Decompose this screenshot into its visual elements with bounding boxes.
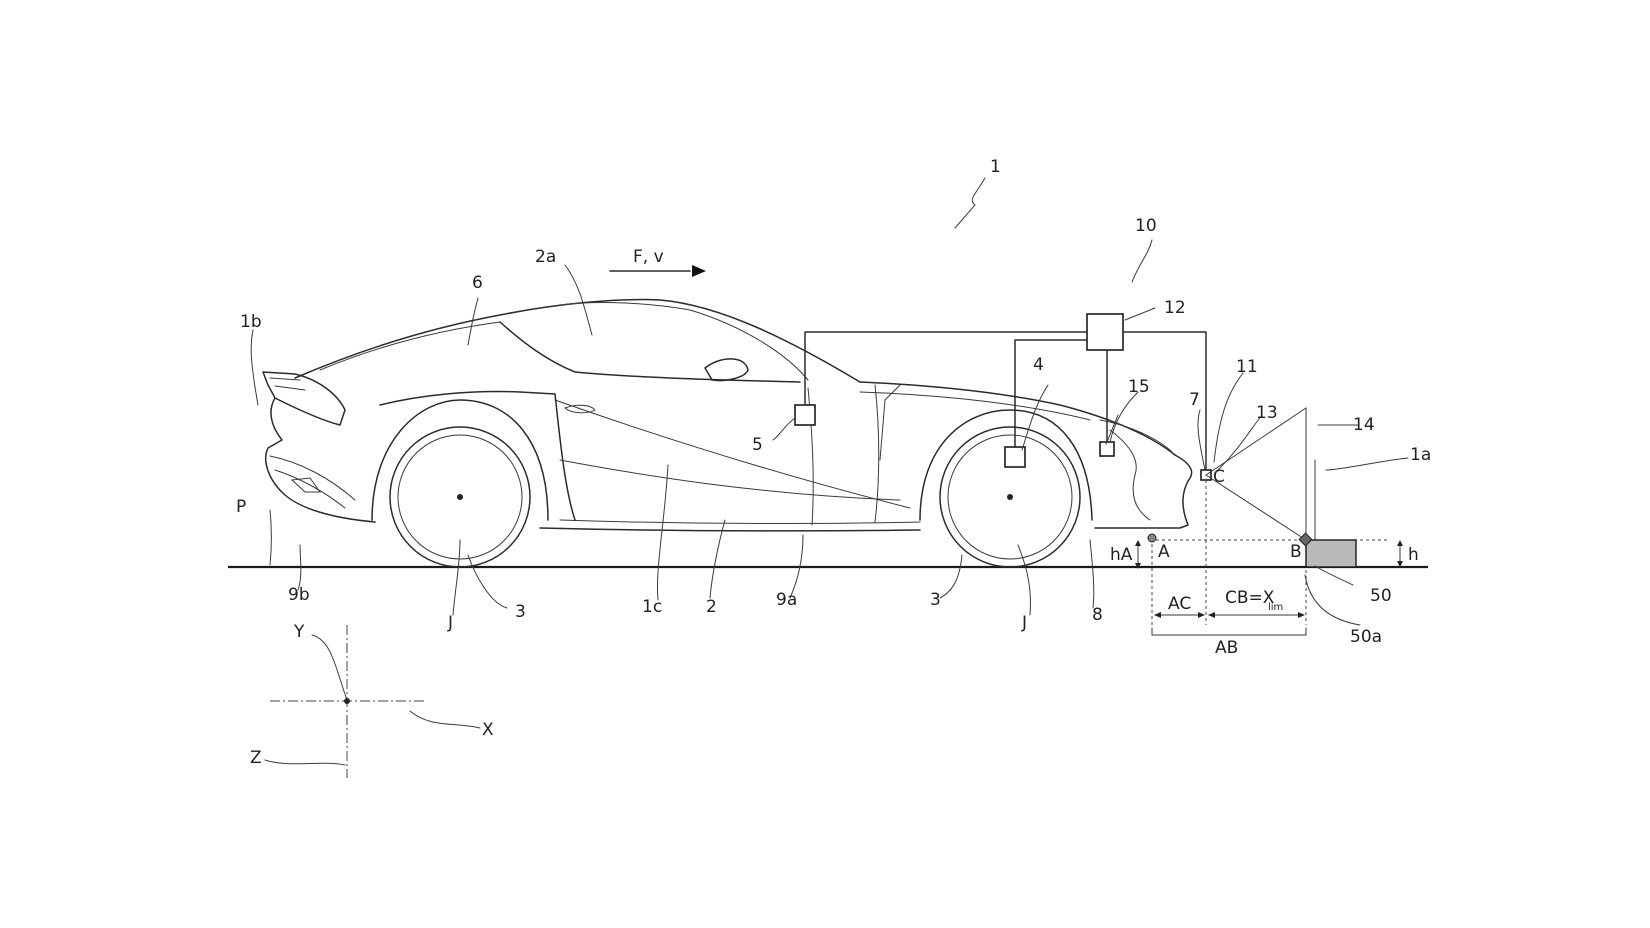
label-cb-subscript: lim <box>1268 602 1283 613</box>
label-h: h <box>1408 545 1419 565</box>
dimension-cb <box>1208 612 1305 618</box>
label-3-rear: 3 <box>515 602 526 622</box>
label-13: 13 <box>1256 403 1278 423</box>
label-point-c: C <box>1213 467 1225 487</box>
label-14: 14 <box>1353 415 1375 435</box>
label-1c: 1c <box>642 597 662 617</box>
label-ha: hA <box>1110 545 1133 565</box>
label-axis-x: X <box>482 720 494 740</box>
label-11: 11 <box>1236 357 1258 377</box>
label-8: 8 <box>1092 605 1103 625</box>
label-9a: 9a <box>776 590 797 610</box>
sensor-5 <box>795 405 815 425</box>
label-axis-z: Z <box>250 748 262 768</box>
axes-triad <box>265 625 480 778</box>
label-15: 15 <box>1128 377 1150 397</box>
label-5: 5 <box>752 435 763 455</box>
label-50a: 50a <box>1350 627 1382 647</box>
label-9b: 9b <box>288 585 310 605</box>
label-axis-y: Y <box>293 622 305 642</box>
label-point-a: A <box>1158 542 1170 562</box>
label-1: 1 <box>990 157 1001 177</box>
label-point-b: B <box>1290 542 1302 562</box>
height-arrow-ha <box>1135 540 1141 569</box>
label-ab: AB <box>1215 638 1238 658</box>
label-7: 7 <box>1189 390 1200 410</box>
label-j-rear: J <box>447 613 453 633</box>
label-1a: 1a <box>1410 445 1431 465</box>
height-arrow-h <box>1397 540 1403 567</box>
label-2: 2 <box>706 597 717 617</box>
label-1b: 1b <box>240 312 262 332</box>
label-12: 12 <box>1164 298 1186 318</box>
label-10: 10 <box>1135 216 1157 236</box>
control-unit-12 <box>1087 314 1123 350</box>
vehicle-outline <box>263 300 1192 531</box>
obstacle-50 <box>1306 540 1356 567</box>
label-3-front: 3 <box>930 590 941 610</box>
label-p: P <box>236 497 246 517</box>
label-6: 6 <box>472 273 483 293</box>
sensor-15 <box>1100 442 1114 456</box>
label-4: 4 <box>1033 355 1044 375</box>
label-2a: 2a <box>535 247 556 267</box>
label-50: 50 <box>1370 586 1392 606</box>
point-a-marker <box>1148 534 1156 542</box>
label-j-front: J <box>1021 613 1027 633</box>
label-fv: F, v <box>633 247 664 267</box>
brace-ab <box>1152 628 1306 635</box>
label-ac: AC <box>1168 594 1191 614</box>
